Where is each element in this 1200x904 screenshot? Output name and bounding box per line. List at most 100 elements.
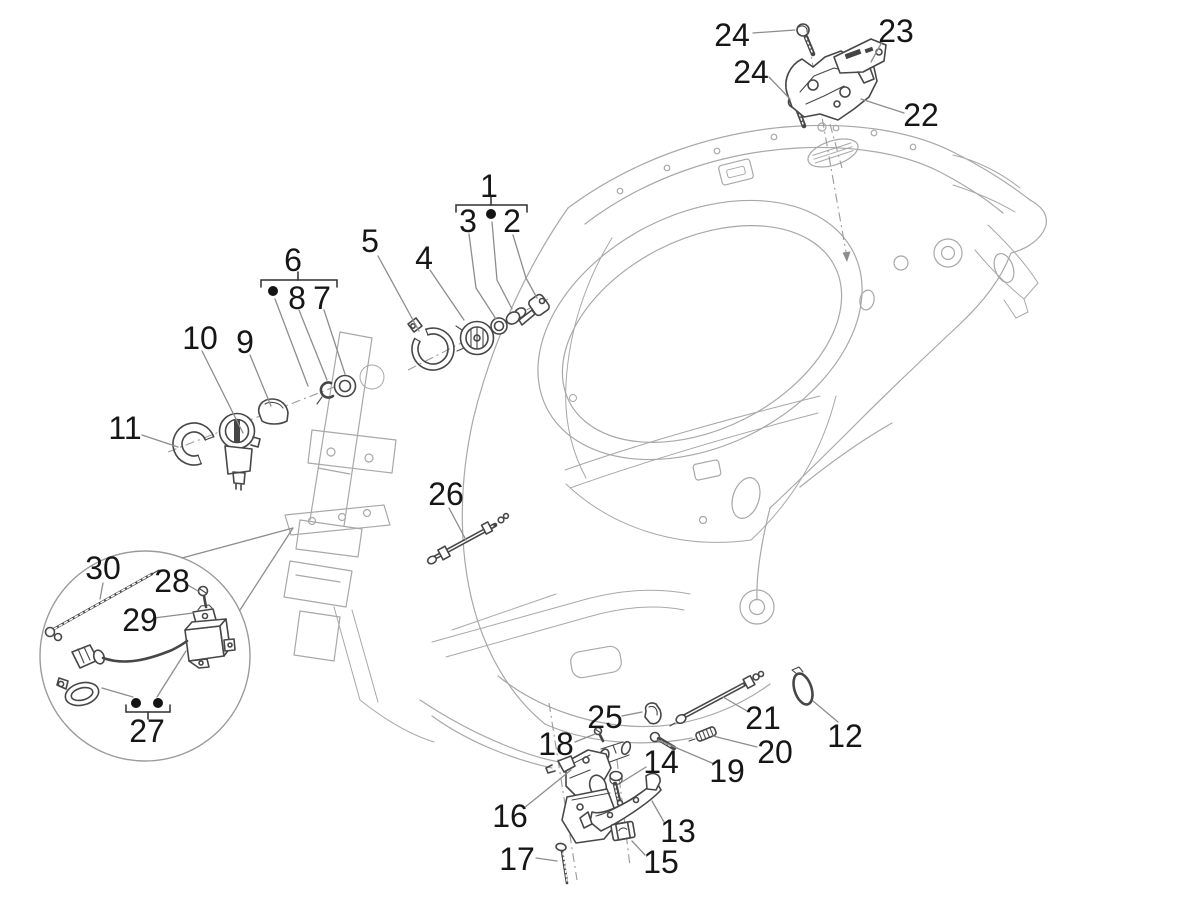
callout-25-leader [621, 711, 643, 717]
callout-7-leader [323, 309, 346, 375]
group-bullets [101, 209, 513, 708]
part-30-strap [44, 569, 160, 642]
callout-17-leader [535, 857, 558, 862]
callout-2: 2 [503, 203, 521, 239]
callout-11: 11 [108, 410, 141, 446]
callout-10: 10 [182, 320, 218, 356]
detail-circle-link-0 [181, 527, 294, 559]
callout-24b-leader [768, 76, 791, 100]
callout-8-leader [298, 309, 328, 381]
callout-24a-leader [752, 29, 796, 34]
callout-28-leader [185, 583, 199, 592]
part-7-washer [333, 374, 357, 398]
callout-numbers: 1234567891011121314151617181920212223242… [85, 13, 939, 880]
part-12-clamp [791, 666, 814, 706]
callout-30-leader [99, 582, 104, 600]
part-28-screw [197, 585, 209, 609]
callout-18: 18 [538, 726, 574, 762]
assembly-axis-lines [167, 43, 851, 881]
detail-circle-outline [39, 550, 251, 762]
callout-22: 22 [903, 97, 939, 133]
part-10-lock-body [218, 412, 261, 491]
callout-2-leader [512, 234, 538, 299]
part-4-lock-cylinder [455, 320, 495, 356]
part-8-clip [316, 381, 335, 405]
callout-15-leader [631, 840, 646, 856]
callout-16: 16 [492, 798, 528, 834]
part-25-buffer [644, 702, 662, 725]
callout-13: 13 [660, 813, 696, 849]
callout-3: 3 [459, 203, 477, 239]
detail-circle-link-1 [239, 527, 294, 611]
callout-30: 30 [85, 550, 121, 586]
part-18-screw [593, 726, 605, 743]
part-15-clip-nut [610, 820, 636, 842]
part-21-rod [669, 670, 765, 727]
bullet-group-27-left [131, 698, 141, 708]
callout-4: 4 [415, 240, 433, 276]
callout-24a: 24 [714, 17, 750, 53]
callout-1: 1 [480, 168, 498, 204]
callout-14: 14 [643, 744, 679, 780]
callout-23-leader [870, 41, 883, 63]
callout-27: 27 [129, 713, 165, 749]
part-11-cap [172, 422, 215, 466]
bullet-group-1-leader [491, 221, 513, 310]
callout-29-leader [153, 612, 194, 619]
callout-11-leader [141, 434, 179, 448]
bullet-group-6 [268, 286, 278, 296]
callout-25: 25 [587, 699, 623, 735]
leader-lines [99, 29, 905, 862]
bullet-group-27-right [153, 698, 163, 708]
callout-22-leader [860, 98, 905, 114]
part-29-clip [192, 604, 217, 624]
scooter-frame-artwork [283, 122, 1048, 769]
part-3-washer [490, 317, 508, 335]
part-1-cylinder [505, 307, 527, 325]
callout-13-leader [651, 800, 665, 823]
callout-28: 28 [154, 563, 190, 599]
part-24-screw-upper [796, 23, 816, 57]
callout-9-leader [249, 354, 272, 407]
callout-7: 7 [313, 280, 331, 316]
callout-5-leader [377, 255, 420, 332]
part-16-saddle-lock [545, 740, 632, 844]
callout-17: 17 [499, 841, 535, 877]
callout-20-leader [712, 735, 758, 748]
callout-23: 23 [878, 13, 914, 49]
callout-12-leader [812, 700, 839, 723]
callout-19-leader [657, 739, 713, 764]
part-20-spring [688, 726, 717, 742]
callout-10-leader [201, 350, 244, 434]
lock-parts-artwork [44, 23, 887, 885]
callout-5: 5 [361, 223, 379, 259]
callout-9: 9 [236, 324, 254, 360]
bracket-group-6 [260, 279, 338, 288]
part-5-lock-ring [407, 317, 455, 371]
part-23-latch-plate [833, 38, 887, 84]
callout-26: 26 [428, 476, 464, 512]
part-26-rod [426, 512, 510, 565]
part-17-screw [555, 842, 569, 885]
callout-26-leader [448, 507, 467, 541]
callout-18-leader [574, 733, 596, 743]
part-14-bolt [609, 770, 624, 807]
callout-8: 8 [288, 280, 306, 316]
part-13-bracket [579, 772, 662, 832]
bullet-group-27-right-leader [156, 650, 187, 698]
callout-20: 20 [757, 734, 793, 770]
callout-3-leader [468, 233, 497, 320]
bullet-group-1 [486, 209, 496, 219]
callout-19: 19 [709, 753, 745, 789]
part-9-cover [257, 398, 289, 425]
group-brackets [125, 196, 528, 720]
callout-21-leader [722, 696, 748, 712]
callout-6: 6 [284, 242, 302, 278]
callout-15: 15 [643, 844, 679, 880]
callout-24b: 24 [733, 54, 769, 90]
callout-29: 29 [122, 602, 158, 638]
callout-21: 21 [745, 700, 781, 736]
callout-16-leader [523, 769, 572, 809]
